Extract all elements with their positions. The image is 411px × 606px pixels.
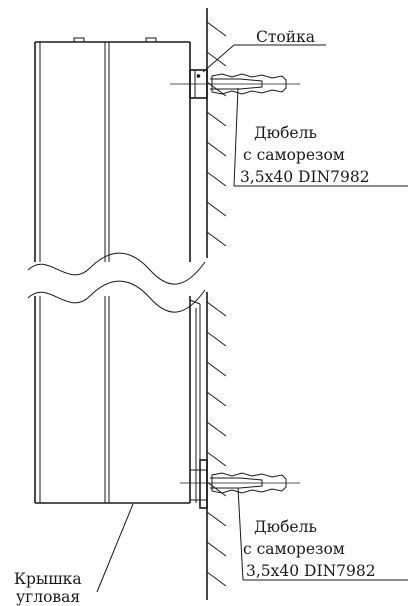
wall [206,8,227,600]
label-dowel-bottom-line3: 3,5x40 DIN7982 [246,562,376,580]
label-dowel-bottom-line1: Дюбель [254,518,317,536]
panel-top [34,37,191,262]
label-dowel-bottom: Дюбель с саморезом 3,5x40 DIN7982 [243,518,376,580]
leader-lines [96,44,408,593]
label-dowel-top-line1: Дюбель [254,124,317,142]
break-line-top [27,252,206,313]
label-dowel-top-line2: с саморезом [243,146,345,164]
label-dowel-top: Дюбель с саморезом 3,5x40 DIN7982 [240,124,370,186]
dowel-bottom [180,472,300,494]
dowel-top [170,73,300,95]
label-cover-line1: Крышка [14,570,82,588]
label-cover: Крышка угловая [14,570,82,606]
label-post: Стойка [256,28,315,46]
wall-hatching [206,21,227,587]
label-cover-line2: угловая [16,588,80,606]
label-dowel-top-line3: 3,5x40 DIN7982 [240,168,370,186]
label-dowel-bottom-line2: с саморезом [243,540,345,558]
panel-bottom [34,296,201,505]
bottom-bracket [190,459,208,509]
